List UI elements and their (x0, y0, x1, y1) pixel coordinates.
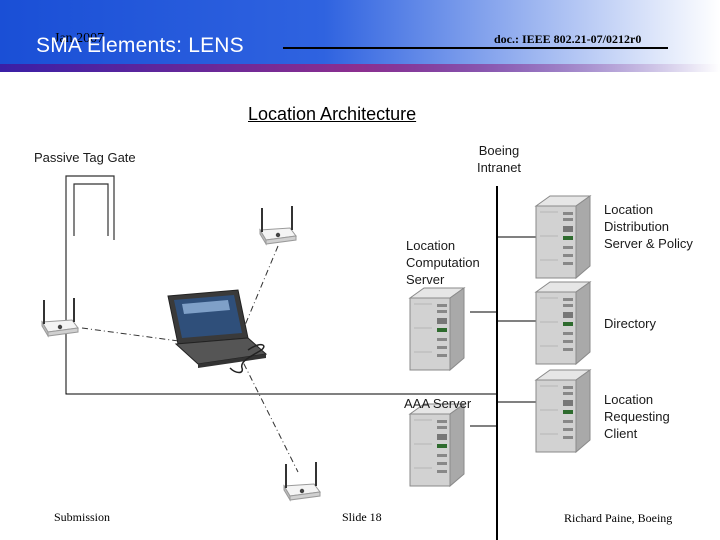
label-passive-tag-gate: Passive Tag Gate (34, 149, 136, 166)
directory-server-icon (536, 282, 590, 364)
location-computation-server-icon (410, 288, 464, 370)
label-location-distribution-server: Location Distribution Server & Policy (604, 201, 693, 252)
label-aaa-server: AAA Server (404, 395, 471, 412)
label-directory: Directory (604, 315, 656, 332)
footer-slide-number: Slide 18 (342, 510, 382, 525)
wireless-link-bottom (238, 352, 298, 472)
access-point-icon (284, 462, 320, 500)
access-point-icon (42, 298, 78, 336)
label-boeing-intranet: Boeing Intranet (476, 142, 522, 176)
location-distribution-server-icon (536, 196, 590, 278)
location-requesting-client-icon (536, 370, 590, 452)
access-point-icon (260, 206, 296, 244)
aaa-server-icon (410, 404, 464, 486)
passive-tag-gate-icon (66, 176, 114, 240)
wireless-link-left (82, 328, 186, 342)
footer-submission: Submission (54, 510, 110, 525)
label-location-computation-server: Location Computation Server (406, 237, 480, 288)
label-location-requesting-client: Location Requesting Client (604, 391, 670, 442)
laptop-icon (168, 290, 266, 373)
footer-author: Richard Paine, Boeing (564, 511, 672, 526)
